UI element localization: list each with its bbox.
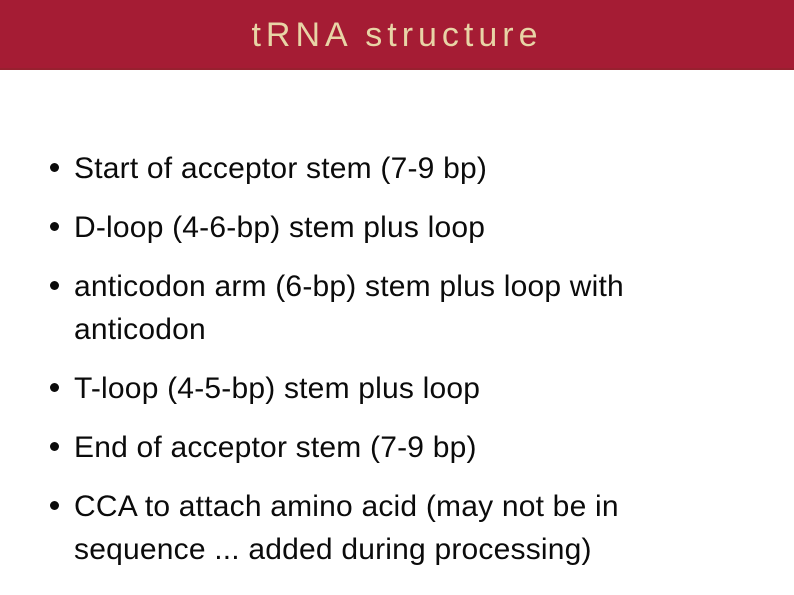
bullet-line: anticodon arm (6-bp) stem plus loop with	[74, 270, 624, 303]
bullet-text: D-loop (4-6-bp) stem plus loop	[74, 206, 485, 249]
bullet-icon	[50, 163, 59, 172]
bullet-icon	[50, 383, 59, 392]
list-item: anticodon arm (6-bp) stem plus loop with…	[50, 265, 754, 351]
bullet-line: D-loop (4-6-bp) stem plus loop	[74, 211, 486, 244]
bullet-line: Start of acceptor stem (7-9 bp)	[74, 152, 488, 185]
bullet-text: T-loop (4-5-bp) stem plus loop	[74, 367, 480, 410]
slide-title: tRNA structure	[251, 15, 543, 54]
list-item: End of acceptor stem (7-9 bp)	[50, 426, 754, 469]
list-item: Start of acceptor stem (7-9 bp)	[50, 147, 754, 190]
bullet-line: CCA to attach amino acid (may not be in	[74, 490, 619, 523]
bullet-text: anticodon arm (6-bp) stem plus loop with…	[74, 265, 624, 351]
bullet-line: T-loop (4-5-bp) stem plus loop	[74, 372, 481, 405]
bullet-text: Start of acceptor stem (7-9 bp)	[74, 147, 487, 190]
bullet-icon	[50, 442, 59, 451]
bullet-text: End of acceptor stem (7-9 bp)	[74, 426, 477, 469]
bullet-list: Start of acceptor stem (7-9 bp) D-loop (4…	[50, 147, 754, 571]
bullet-icon	[50, 281, 59, 290]
list-item: CCA to attach amino acid (may not be in s…	[50, 485, 754, 571]
list-item: D-loop (4-6-bp) stem plus loop	[50, 206, 754, 249]
bullet-text: CCA to attach amino acid (may not be in s…	[74, 485, 619, 571]
bullet-icon	[50, 501, 59, 510]
slide-body: Start of acceptor stem (7-9 bp) D-loop (4…	[0, 70, 794, 571]
bullet-line: sequence ... added during processing)	[74, 533, 592, 566]
bullet-icon	[50, 222, 59, 231]
list-item: T-loop (4-5-bp) stem plus loop	[50, 367, 754, 410]
slide-header: tRNA structure	[0, 0, 794, 70]
bullet-line: End of acceptor stem (7-9 bp)	[74, 431, 477, 464]
bullet-line: anticodon	[74, 313, 206, 346]
